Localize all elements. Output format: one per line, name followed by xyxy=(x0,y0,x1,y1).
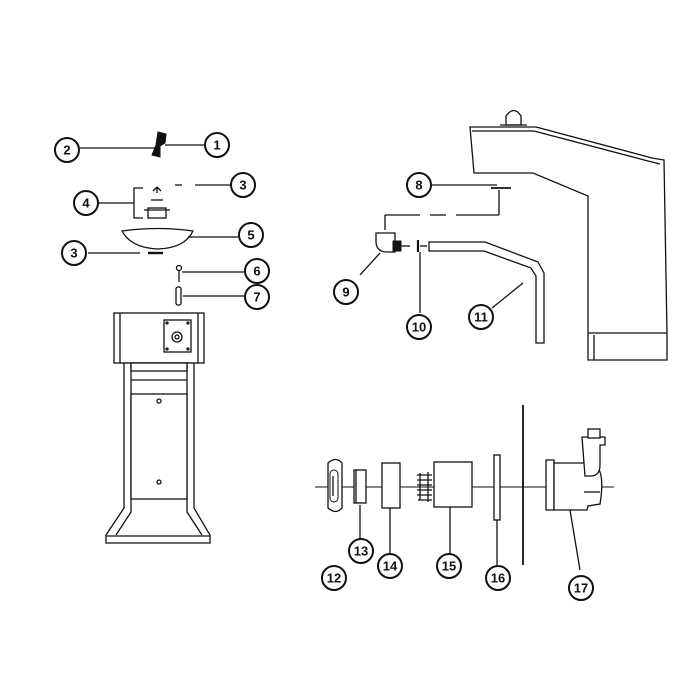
svg-text:2: 2 xyxy=(63,143,70,158)
callout-16: 16 xyxy=(485,565,511,591)
callout-13: 13 xyxy=(348,538,374,564)
svg-text:11: 11 xyxy=(474,310,488,325)
svg-text:7: 7 xyxy=(253,290,260,305)
callout-7: 7 xyxy=(244,284,270,310)
callout-11: 11 xyxy=(468,304,494,330)
callout-15: 15 xyxy=(436,553,462,579)
spout-housing xyxy=(469,126,668,361)
retainer-part xyxy=(147,207,167,219)
washer-part xyxy=(493,454,501,521)
svg-text:3: 3 xyxy=(239,178,246,193)
bubbler-part xyxy=(151,131,167,158)
svg-text:10: 10 xyxy=(412,320,426,335)
callout-5: 5 xyxy=(238,222,264,248)
elbow-fitting xyxy=(375,232,396,253)
callout-9: 9 xyxy=(333,279,359,305)
callout-12: 12 xyxy=(321,565,347,591)
svg-text:6: 6 xyxy=(253,264,260,279)
callout-3-upper: 3 xyxy=(230,172,256,198)
cartridge-part xyxy=(433,461,473,508)
bowl-part xyxy=(120,227,194,250)
callout-2: 2 xyxy=(54,137,80,163)
svg-text:3: 3 xyxy=(70,246,77,261)
svg-text:9: 9 xyxy=(342,285,349,300)
callout-14: 14 xyxy=(377,553,403,579)
callout-1: 1 xyxy=(204,132,230,158)
svg-text:8: 8 xyxy=(415,178,422,193)
valve-body-part xyxy=(545,459,555,511)
pedestal-group xyxy=(80,131,244,544)
svg-text:1: 1 xyxy=(213,138,220,153)
pin-part xyxy=(175,286,182,306)
seal-part xyxy=(353,469,367,504)
spout-group xyxy=(359,109,668,361)
bushing-part xyxy=(381,462,401,509)
callout-17: 17 xyxy=(568,575,594,601)
callout-3-lower: 3 xyxy=(61,240,87,266)
svg-text:14: 14 xyxy=(383,559,398,574)
svg-text:17: 17 xyxy=(574,581,588,596)
svg-text:15: 15 xyxy=(442,559,456,574)
callout-8: 8 xyxy=(406,172,432,198)
svg-text:4: 4 xyxy=(82,196,90,211)
callout-4: 4 xyxy=(73,190,99,216)
svg-text:16: 16 xyxy=(491,571,505,586)
valve-group xyxy=(315,405,614,571)
svg-text:13: 13 xyxy=(354,544,368,559)
svg-text:12: 12 xyxy=(327,571,341,586)
svg-text:5: 5 xyxy=(247,228,254,243)
callout-6: 6 xyxy=(244,258,270,284)
tube-part xyxy=(428,241,545,344)
callout-10: 10 xyxy=(406,314,432,340)
spring-part xyxy=(417,474,432,501)
